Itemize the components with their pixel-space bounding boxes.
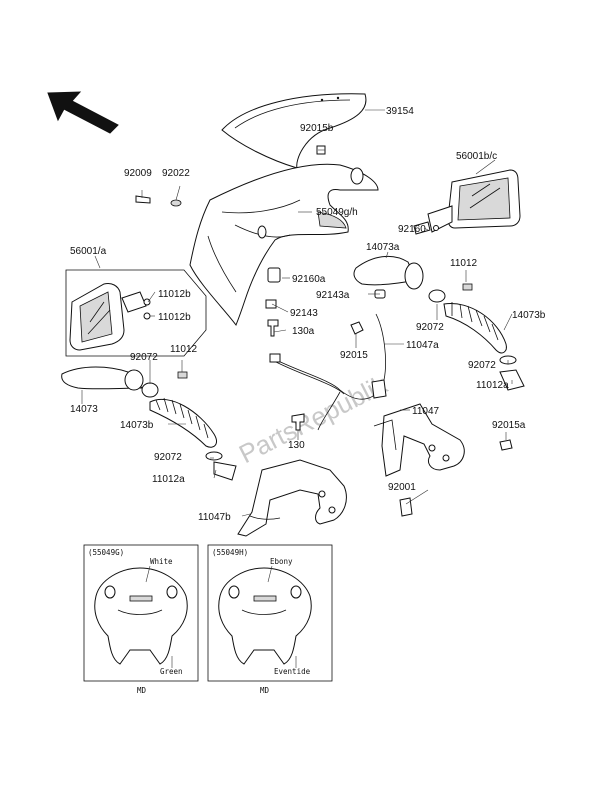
part-labels: 39154 92015b 56001b/c 92009 92022 55049g… <box>70 106 546 523</box>
label-14073a: 14073a <box>366 242 400 253</box>
wire-harness-part <box>269 313 387 431</box>
label-92015: 92015 <box>340 350 368 361</box>
variant-box-g: (55049G) White Green MD <box>83 544 199 695</box>
label-14073b-left: 14073b <box>120 420 154 431</box>
variant-h-code: (55049H) <box>212 548 248 557</box>
label-56001b-c: 56001b/c <box>456 151 497 162</box>
label-11012a-left: 11012a <box>152 474 185 485</box>
label-92015b: 92015b <box>300 123 334 134</box>
mirror-left-part <box>65 269 207 357</box>
label-92022: 92022 <box>162 168 190 179</box>
stay-brackets-part <box>237 403 465 537</box>
label-92015a: 92015a <box>492 420 526 431</box>
label-92009: 92009 <box>124 168 152 179</box>
label-55049g-h: 55049g/h <box>316 207 358 218</box>
label-92072-left-upper: 92072 <box>130 352 158 363</box>
label-11012-left: 11012 <box>170 344 198 355</box>
label-56001-a: 56001/a <box>70 246 107 257</box>
hardware-small-parts <box>135 145 513 517</box>
label-92143: 92143 <box>290 308 318 319</box>
watermark-text: PartsRepublik <box>234 369 393 470</box>
variant-g-top-color: White <box>150 557 173 566</box>
variant-h-footnote: MD <box>260 686 270 695</box>
variant-g-code: (55049G) <box>88 548 124 557</box>
label-11047b: 11047b <box>198 512 231 523</box>
label-11012b-upper: 11012b <box>158 289 191 300</box>
label-130: 130 <box>288 440 305 451</box>
label-130a: 130a <box>292 326 315 337</box>
upper-cowl-part <box>189 163 379 327</box>
label-11012-right: 11012 <box>450 258 478 269</box>
leader-lines <box>81 109 513 517</box>
duct-left-parts <box>61 366 237 481</box>
label-92160: 92160 <box>398 224 426 235</box>
variant-g-footnote: MD <box>137 686 147 695</box>
label-92160a: 92160a <box>292 274 326 285</box>
label-11047a: 11047a <box>406 340 439 351</box>
variant-g-bottom-color: Green <box>160 667 183 676</box>
duct-right-parts <box>353 255 525 391</box>
windshield-part <box>221 93 367 169</box>
label-92072-left-lower: 92072 <box>154 452 182 463</box>
variant-box-h: (55049H) Ebony Eventide MD <box>207 544 333 695</box>
label-92072-right-lower: 92072 <box>468 360 496 371</box>
front-direction-arrow-icon <box>47 91 119 134</box>
label-92143a: 92143a <box>316 290 350 301</box>
variant-h-top-color: Ebony <box>270 557 293 566</box>
label-14073: 14073 <box>70 404 98 415</box>
label-11012a-right: 11012a <box>476 380 509 391</box>
label-11047: 11047 <box>412 406 440 417</box>
label-92072-right-upper: 92072 <box>416 322 444 333</box>
label-39154: 39154 <box>386 106 414 117</box>
label-92001: 92001 <box>388 482 416 493</box>
label-11012b-lower: 11012b <box>158 312 191 323</box>
mirror-right-part <box>427 169 521 233</box>
variant-h-bottom-color: Eventide <box>274 667 311 676</box>
label-14073b-right: 14073b <box>512 310 546 321</box>
